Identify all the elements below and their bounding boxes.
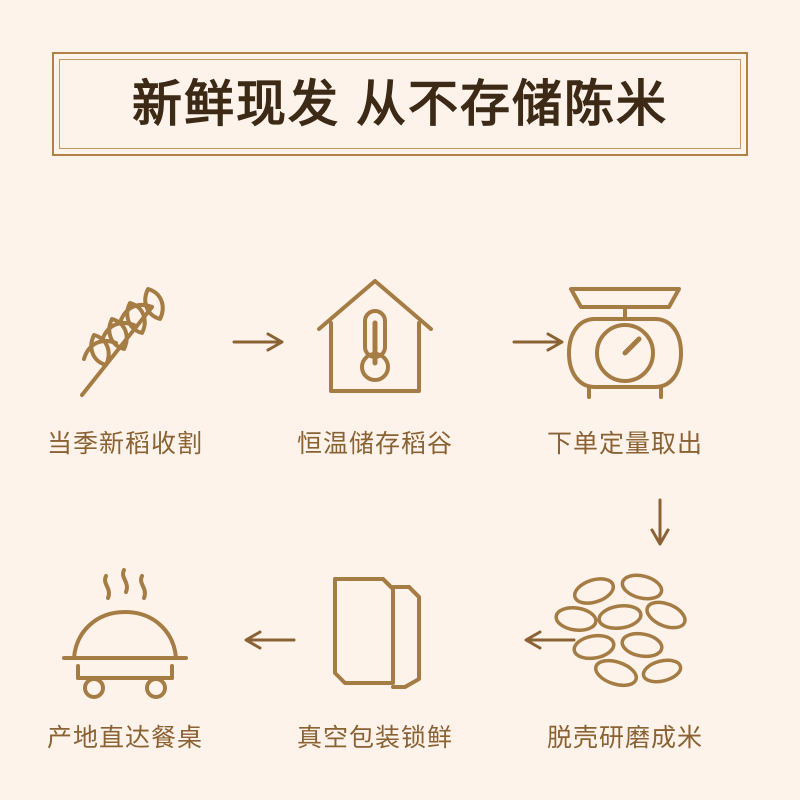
flow-step-weigh: 下单定量取出 [520, 262, 730, 460]
rice-grains-icon [520, 556, 730, 706]
flow-step-mill: 脱壳研磨成米 [520, 556, 730, 754]
flow-step-storage: 恒温储存稻谷 [270, 262, 480, 460]
kitchen-scale-icon [520, 262, 730, 412]
flow-step-harvest: 当季新稻收割 [20, 262, 230, 460]
flow-step-table: 产地直达餐桌 [20, 556, 230, 754]
wheat-stalk-icon [20, 262, 230, 412]
arrow-left-4 [520, 628, 576, 652]
flow-step-caption: 脱壳研磨成米 [546, 724, 703, 752]
food-cloche-cart-icon [20, 556, 230, 706]
flow-step-caption: 下单定量取出 [546, 430, 703, 458]
arrow-left-5 [240, 628, 296, 652]
title-banner-inner: 新鲜现发 从不存储陈米 [59, 59, 741, 149]
flow-step-caption: 当季新稻收割 [46, 430, 203, 458]
flow-step-caption: 真空包装锁鲜 [296, 724, 453, 752]
arrow-right-1 [232, 330, 288, 354]
flow-step-caption: 产地直达餐桌 [46, 724, 203, 752]
page-title: 新鲜现发 从不存储陈米 [132, 76, 668, 132]
vacuum-package-icon [270, 556, 480, 706]
arrow-down-3 [648, 498, 672, 550]
warehouse-thermometer-icon [270, 262, 480, 412]
arrow-right-2 [512, 330, 568, 354]
title-banner: 新鲜现发 从不存储陈米 [52, 52, 748, 156]
flow-step-vacuum: 真空包装锁鲜 [270, 556, 480, 754]
flow-step-caption: 恒温储存稻谷 [296, 430, 453, 458]
